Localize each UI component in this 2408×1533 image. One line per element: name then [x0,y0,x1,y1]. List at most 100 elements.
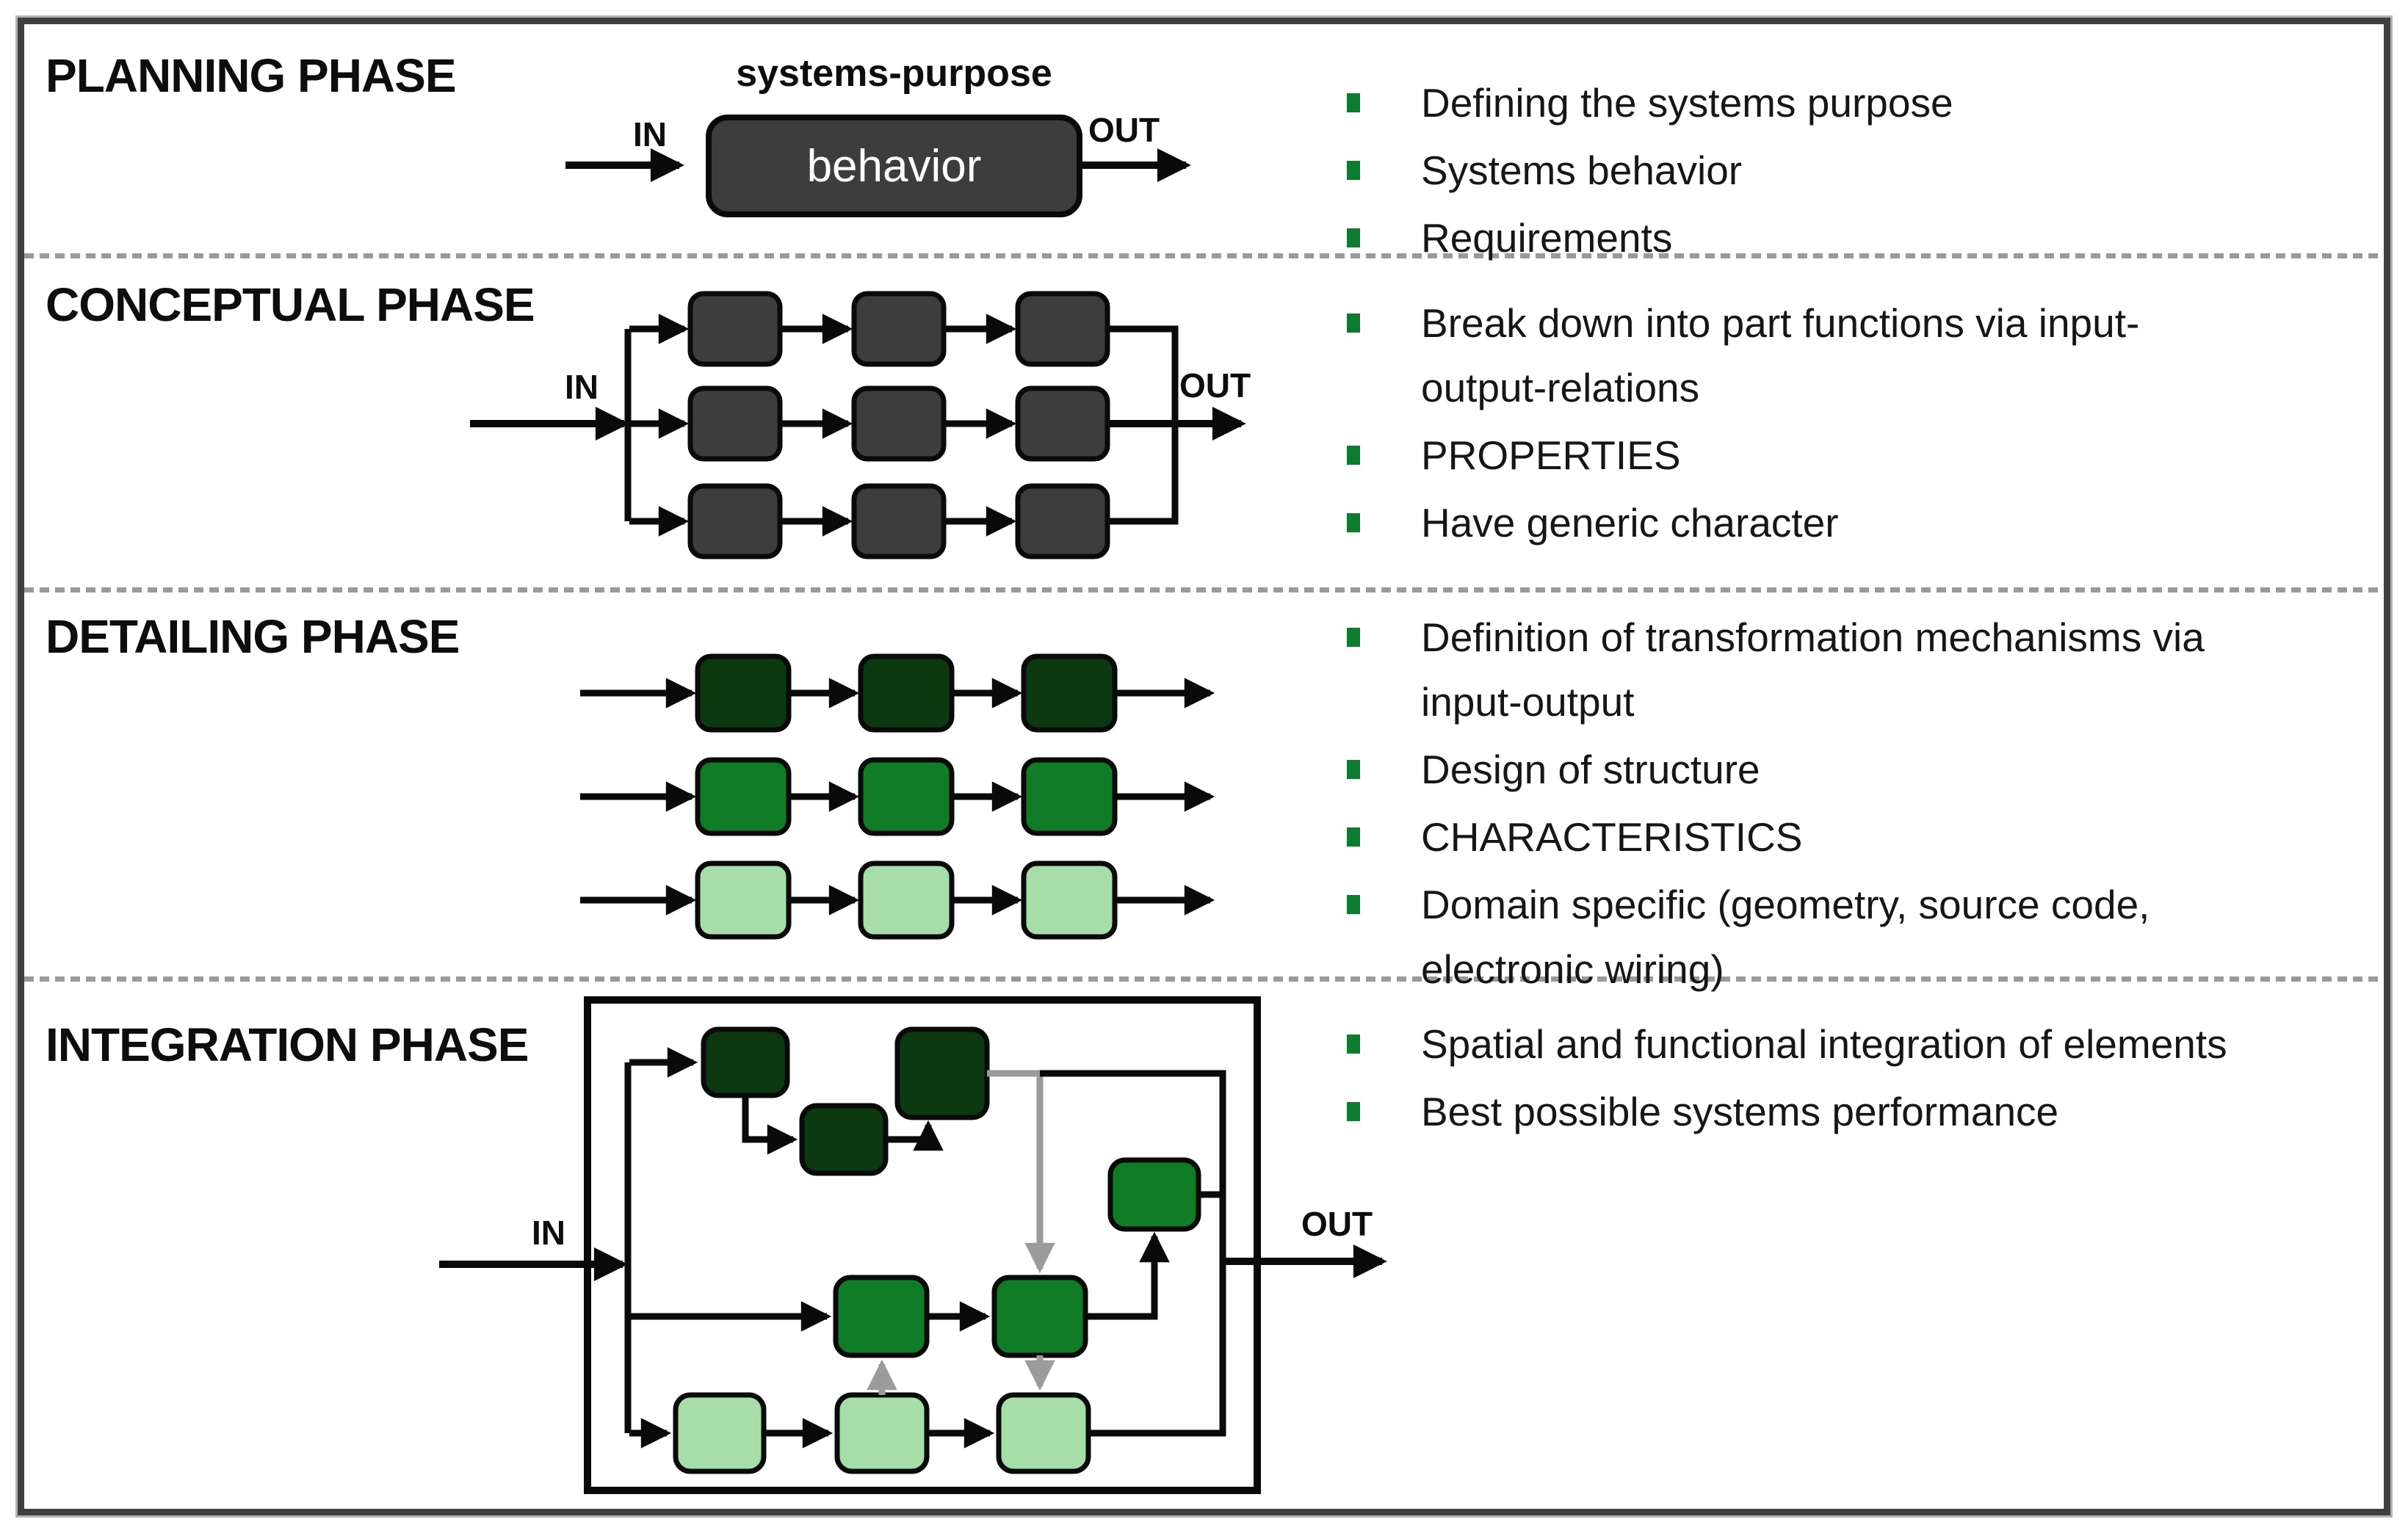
conceptual-bullet-list: Break down into part functions via input… [1338,291,2408,558]
element-box-light [673,1392,767,1474]
element-box-medium [1021,757,1118,836]
bullet-text: Domain specific (geometry, source code, … [1421,882,2150,992]
systems-purpose-label: systems-purpose [736,52,1052,95]
bullet-text: Definition of transformation mechanisms … [1421,615,2205,725]
detailing-chain-dark [580,653,1215,733]
bullet-square-icon [1347,314,1360,333]
out-label: OUT [1088,111,1160,149]
phase-title-conceptual: CONCEPTUAL PHASE [46,278,535,331]
bullet-square-icon [1347,93,1360,112]
element-box-medium [833,1275,930,1358]
detailing-diagram [580,653,1215,940]
bullet-square-icon [1347,760,1360,779]
element-box-dark [894,1026,990,1120]
bullet-square-icon [1347,895,1360,914]
out-label: OUT [1301,1205,1373,1243]
bullet-text: Best possible systems performance [1421,1089,2059,1134]
element-box-dark [695,653,792,733]
element-box-dark [858,653,955,733]
feedback-loop-line [1040,1070,1226,1437]
phase-title-integration: INTEGRATION PHASE [46,1018,529,1071]
bullet-square-icon [1347,161,1360,180]
conceptual-chain-middle [687,385,1246,462]
planning-diagram [565,115,1191,217]
flow-arrow [1085,1231,1170,1320]
function-box [851,385,947,462]
function-box [687,385,783,462]
in-label: IN [532,1214,565,1252]
bullet-text: PROPERTIES [1421,432,1681,478]
integration-bullet-list: Spatial and functional integration of el… [1338,1012,2408,1147]
list-item: Have generic character [1338,490,2408,555]
bullet-square-icon [1347,513,1360,532]
phase-separator [24,253,2384,258]
bullet-text: Requirements [1421,215,1673,261]
list-item: Break down into part functions via input… [1338,291,2408,420]
bullet-text: Defining the systems purpose [1421,80,1953,126]
conceptual-chain-top [687,291,1110,367]
detailing-chain-light [580,860,1215,940]
list-item: Domain specific (geometry, source code, … [1338,872,2408,1001]
bullet-square-icon [1347,1102,1360,1121]
function-box [851,291,947,367]
bullet-text: Design of structure [1421,747,1760,792]
integration-diagram [439,996,1387,1494]
planning-bullet-list: Defining the systems purpose Systems beh… [1338,70,2408,273]
function-box [851,483,947,559]
out-label: OUT [1179,366,1251,405]
element-box-dark [701,1026,790,1098]
list-item: CHARACTERISTICS [1338,805,2408,869]
function-box [1015,291,1110,367]
conceptual-chain-bottom [687,483,1110,559]
list-item: Requirements [1338,206,2408,270]
element-box-light [834,1392,930,1474]
phase-title-detailing: DETAILING PHASE [46,610,460,663]
interaction-arrow-gray [987,1070,1055,1274]
element-box-medium [858,757,955,836]
element-box-light [695,860,792,940]
slide-border [18,18,2390,1515]
bullet-square-icon [1347,228,1360,247]
function-box [1015,385,1110,462]
list-item: Defining the systems purpose [1338,70,2408,135]
bullet-square-icon [1347,827,1360,847]
flow-arrow [742,1095,798,1155]
in-label: IN [565,368,599,406]
element-box-dark [1021,653,1118,733]
bullet-square-icon [1347,446,1360,465]
in-label: IN [633,115,667,153]
detailing-bullet-list: Definition of transformation mechanisms … [1338,605,2408,1004]
bullet-text: Systems behavior [1421,148,1743,193]
list-item: PROPERTIES [1338,423,2408,488]
list-item: Spatial and functional integration of el… [1338,1012,2408,1076]
bullet-square-icon [1347,628,1360,647]
bullet-text: Spatial and functional integration of el… [1421,1021,2227,1067]
element-box-light [996,1392,1091,1474]
function-box [687,483,783,559]
system-boundary-box [584,996,1261,1494]
element-box-light [1021,860,1118,940]
list-item: Best possible systems performance [1338,1079,2408,1144]
flow-arrow [886,1120,944,1151]
list-item: Design of structure [1338,737,2408,802]
element-box-light [858,860,955,940]
phase-separator [24,976,2384,982]
list-item: Systems behavior [1338,138,2408,203]
function-box [1015,483,1110,559]
bullet-text: Break down into part functions via input… [1421,300,2140,410]
element-box-dark [799,1103,889,1176]
element-box-medium [1107,1157,1201,1232]
detailing-chain-medium [580,757,1215,836]
phase-title-planning: PLANNING PHASE [46,49,456,102]
element-box-medium [991,1275,1088,1358]
function-box [687,291,783,367]
bullet-square-icon [1347,1034,1360,1054]
bullet-text: CHARACTERISTICS [1421,814,1803,860]
behavior-box-label: behavior [806,140,982,192]
element-box-medium [695,757,792,836]
conceptual-diagram [470,291,1246,559]
phase-separator [24,587,2384,592]
list-item: Definition of transformation mechanisms … [1338,605,2408,734]
